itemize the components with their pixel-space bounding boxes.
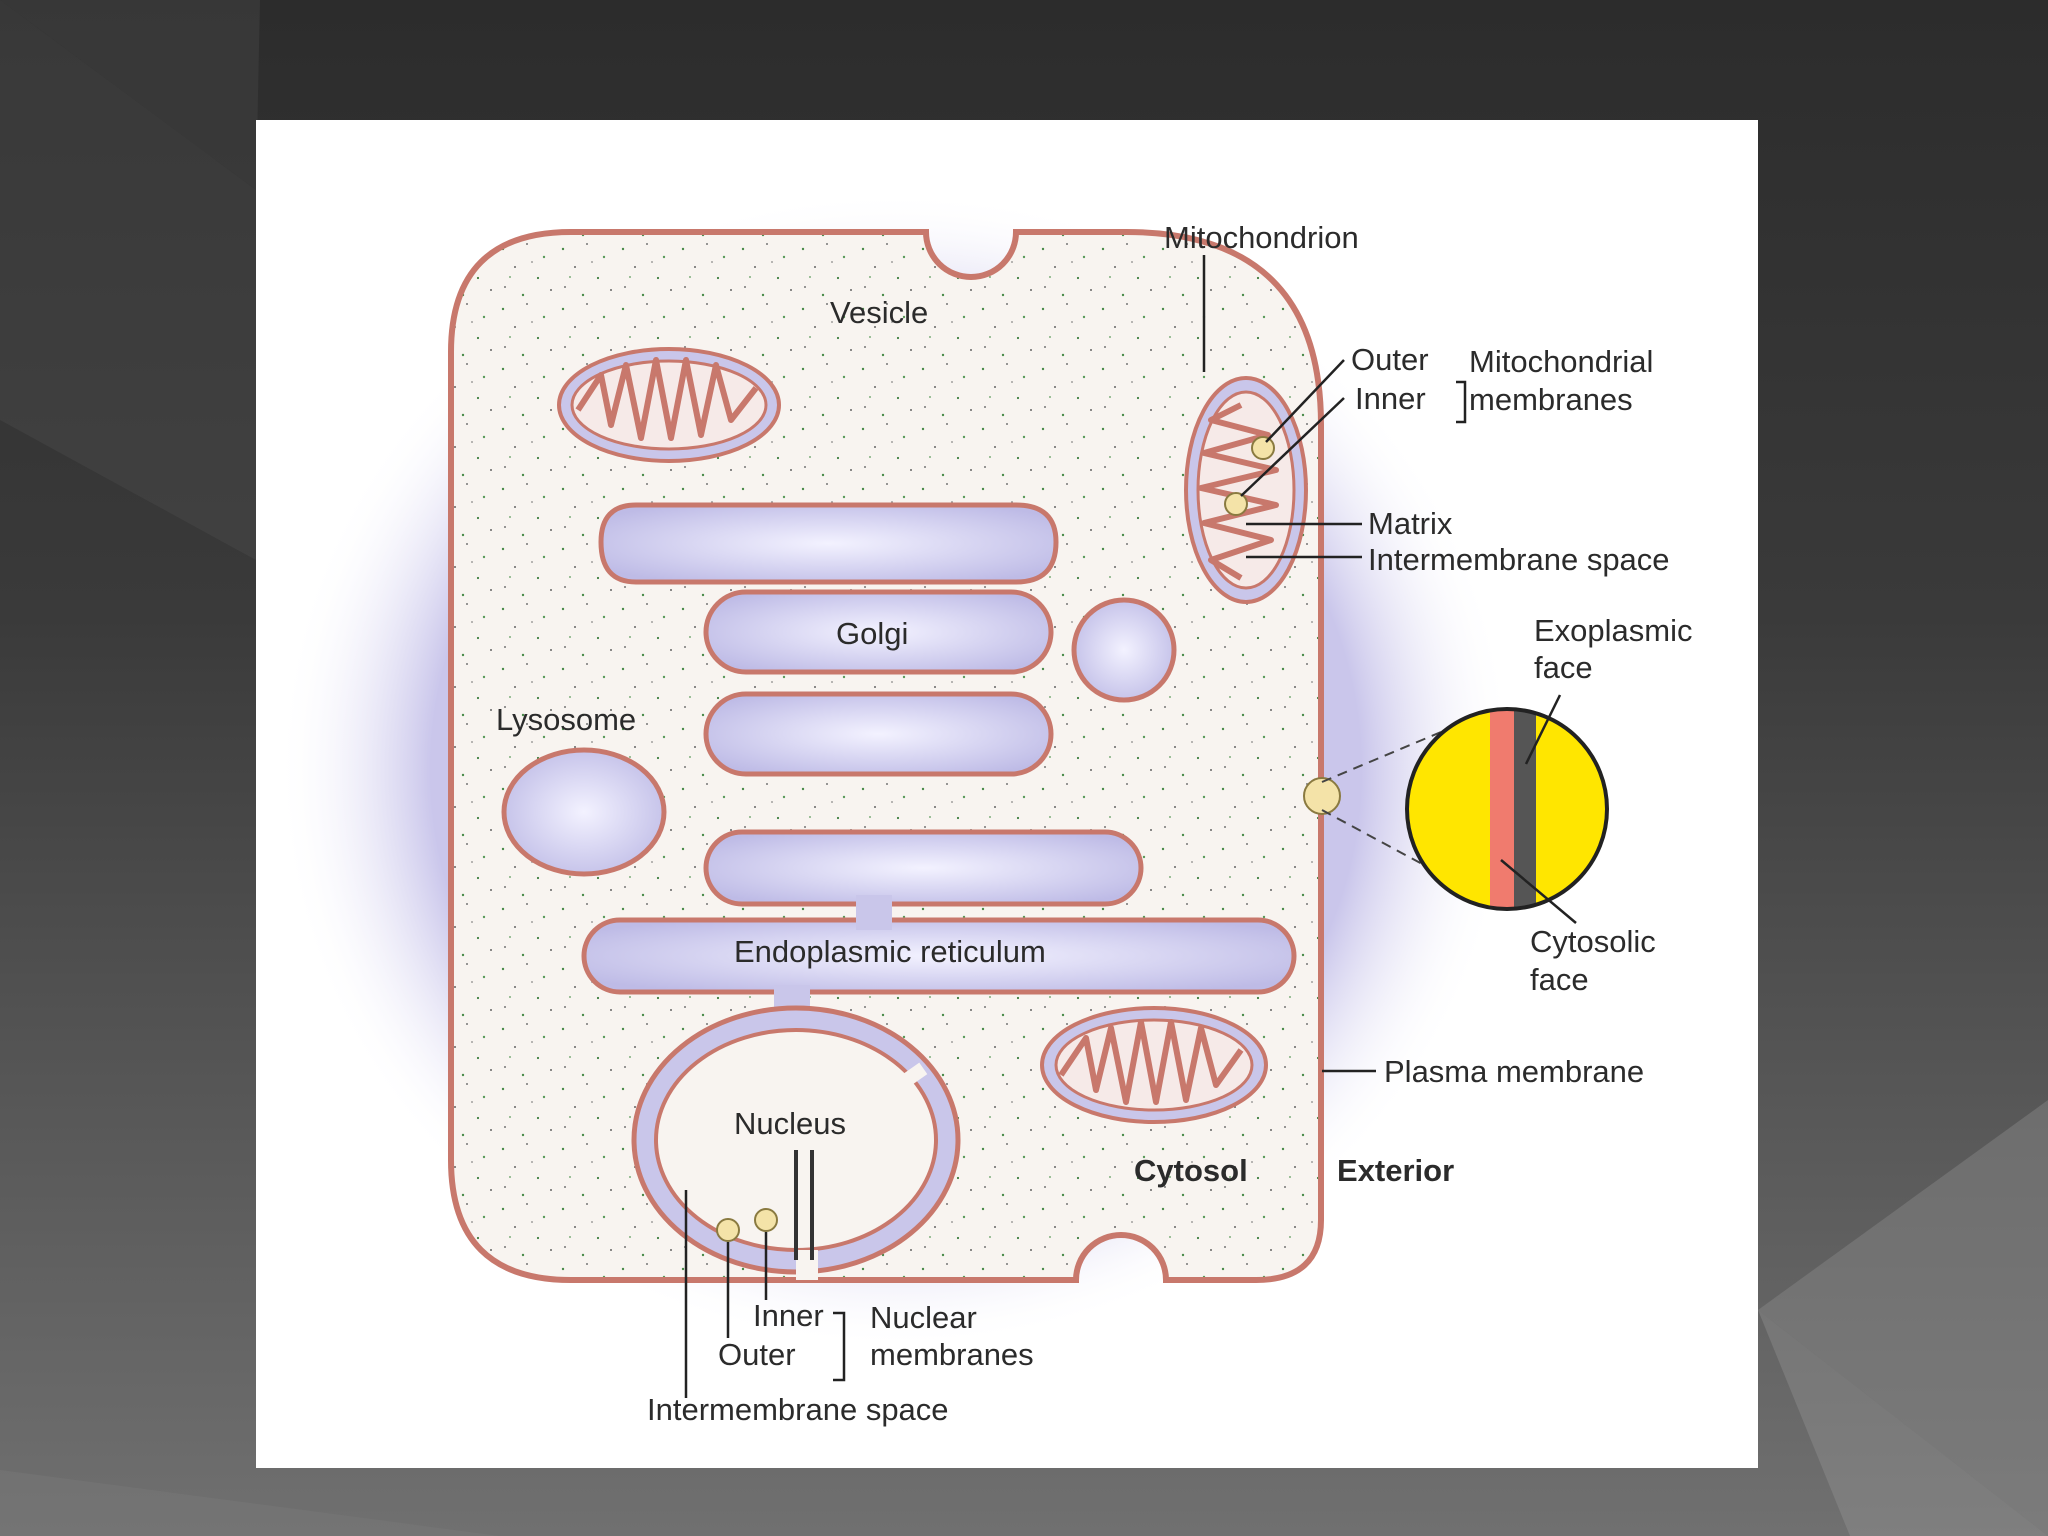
nucleus-envelope bbox=[631, 1005, 961, 1280]
exterior-label: Exterior bbox=[1337, 1153, 1454, 1188]
er-main-cisterna bbox=[581, 917, 1297, 995]
cytosolic-label: Cytosolic bbox=[1530, 924, 1656, 959]
lysosome-label: Lysosome bbox=[496, 702, 636, 737]
mitochondrion-label: Mitochondrion bbox=[1164, 220, 1359, 255]
nuclear-outer-label: Outer bbox=[718, 1337, 796, 1372]
golgi-label: Golgi bbox=[836, 616, 908, 651]
er-connector bbox=[856, 895, 892, 930]
nuclear-inner-label: Inner bbox=[753, 1298, 824, 1333]
membrane-magnifier bbox=[1321, 707, 1609, 911]
nuclear-membranes-label: membranes bbox=[870, 1337, 1034, 1372]
nuclear-intermembrane-label: Intermembrane space bbox=[647, 1392, 949, 1427]
endoplasmic-reticulum-label: Endoplasmic reticulum bbox=[734, 934, 1046, 969]
marker-nuclear-outer bbox=[716, 1218, 740, 1242]
exoplasmic-face-label: face bbox=[1534, 650, 1593, 685]
mitochondrion-bottom-right bbox=[1040, 1006, 1268, 1124]
marker-mito-inner bbox=[1224, 492, 1248, 516]
mitochondrion-top-left bbox=[557, 347, 781, 463]
mito-outer-label: Outer bbox=[1351, 342, 1429, 377]
vesicle-label: Vesicle bbox=[830, 295, 928, 330]
small-vesicle bbox=[1071, 597, 1177, 703]
nucleus-label: Nucleus bbox=[734, 1106, 846, 1141]
mitochondrial-membranes-label: membranes bbox=[1469, 382, 1633, 417]
cell-diagram-figure: Mitochondrion Vesicle Outer Inner Mitoch… bbox=[256, 120, 1758, 1468]
cell-diagram: Mitochondrion Vesicle Outer Inner Mitoch… bbox=[276, 190, 1693, 1427]
marker-mito-outer bbox=[1251, 436, 1275, 460]
matrix-label: Matrix bbox=[1368, 506, 1453, 541]
leader-lines bbox=[684, 255, 1577, 1398]
marker-nuclear-inner bbox=[754, 1208, 778, 1232]
plasma-membrane-label: Plasma membrane bbox=[1384, 1054, 1644, 1089]
mito-inner-label: Inner bbox=[1355, 381, 1426, 416]
golgi-stack bbox=[598, 502, 1059, 777]
exoplasmic-label: Exoplasmic bbox=[1534, 613, 1693, 648]
cytosol-label: Cytosol bbox=[1134, 1153, 1248, 1188]
marker-plasma-membrane bbox=[1303, 777, 1341, 815]
nuclear-label: Nuclear bbox=[870, 1300, 977, 1335]
mito-intermembrane-label: Intermembrane space bbox=[1368, 542, 1670, 577]
cytosolic-face-label: face bbox=[1530, 962, 1589, 997]
mitochondrial-label: Mitochondrial bbox=[1469, 344, 1653, 379]
lysosome-shape bbox=[501, 747, 667, 877]
er-upper-cisterna bbox=[703, 829, 1144, 907]
